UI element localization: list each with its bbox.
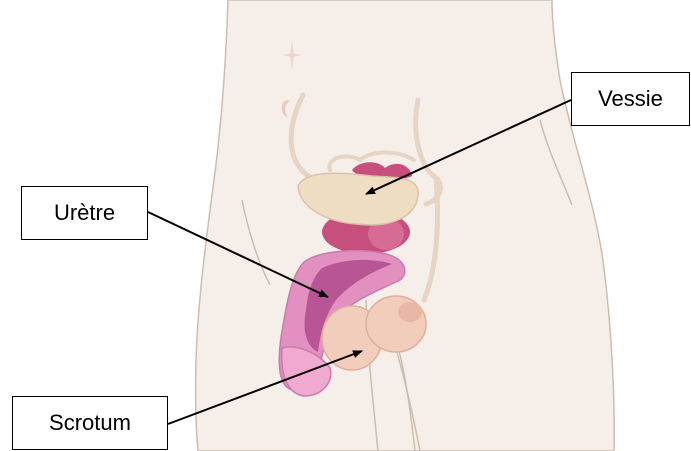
label-vessie: Vessie xyxy=(571,72,690,126)
label-uretre-text: Urètre xyxy=(54,200,115,226)
label-vessie-text: Vessie xyxy=(598,86,663,112)
label-scrotum-text: Scrotum xyxy=(49,410,131,436)
epididymis xyxy=(398,302,422,322)
label-scrotum: Scrotum xyxy=(12,396,168,450)
label-uretre: Urètre xyxy=(21,186,148,240)
